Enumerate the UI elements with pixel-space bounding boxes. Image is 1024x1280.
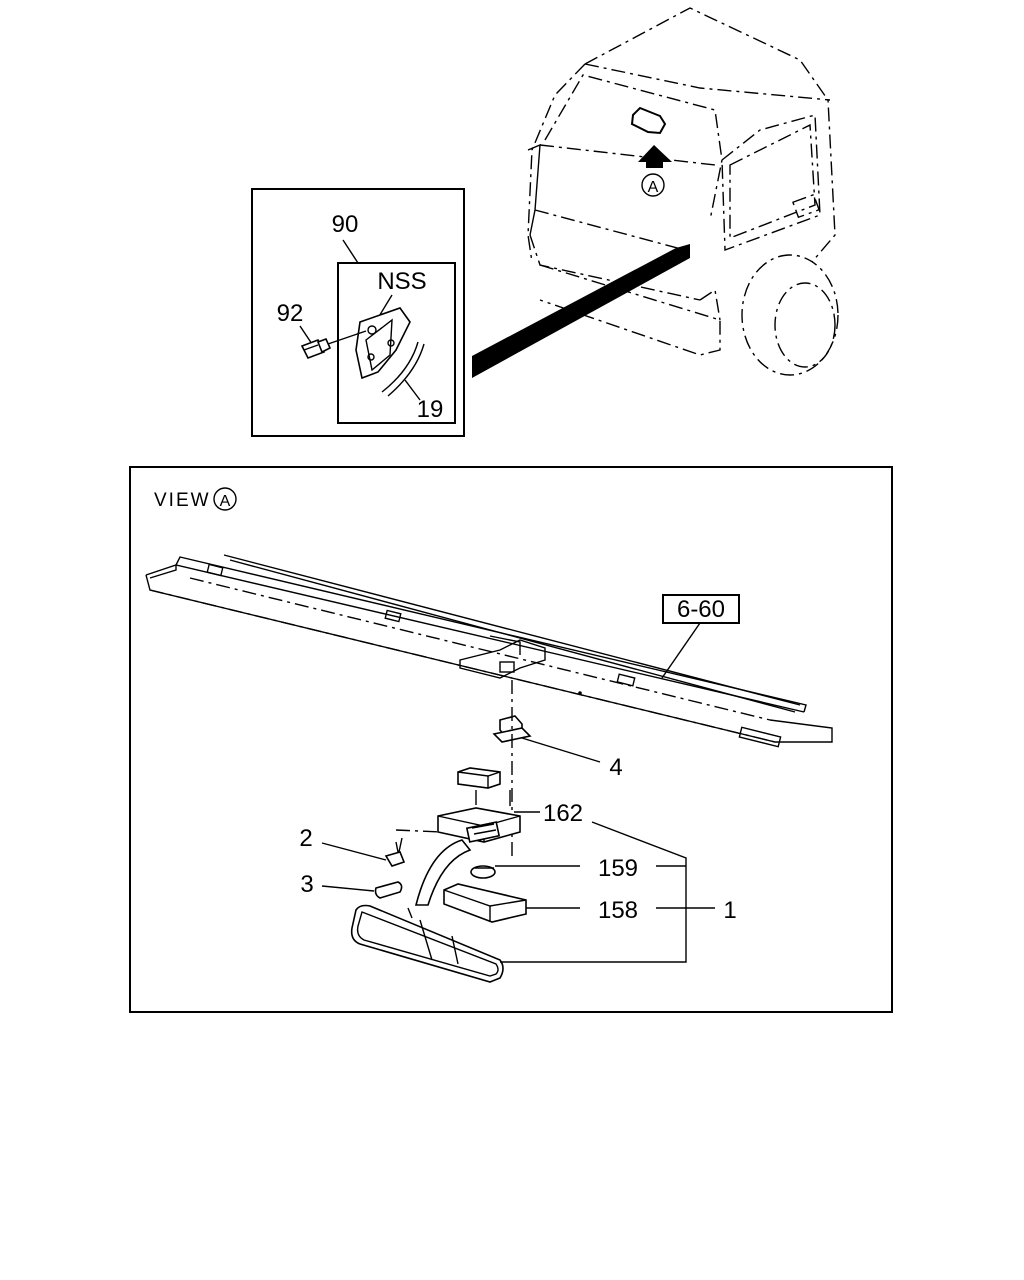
view-frame — [129, 466, 893, 1013]
cover-158 — [443, 883, 527, 923]
callout-4: 4 — [609, 754, 622, 781]
view-a-detail: VIEW A 6-60 — [129, 466, 893, 1013]
callout-19: 19 — [417, 396, 444, 423]
truck-cab-illustration: A — [472, 7, 839, 378]
pad-162 — [457, 767, 501, 789]
callout-2: 2 — [299, 825, 312, 852]
inset-inner-frame — [337, 262, 456, 424]
view-title-marker: A — [220, 493, 231, 510]
callout-90: 90 — [332, 211, 359, 238]
view-marker-letter: A — [648, 179, 659, 196]
screw-2 — [384, 837, 406, 867]
pin-3 — [374, 881, 403, 899]
roof-rail — [145, 554, 833, 748]
callout-159: 159 — [598, 855, 638, 882]
inset-frame — [251, 188, 465, 437]
inset-detail: 90 NSS 19 92 — [251, 188, 465, 437]
rear-view-mirror — [350, 904, 504, 983]
callout-158: 158 — [598, 897, 638, 924]
mirror-mount — [437, 807, 521, 843]
ref-box — [662, 594, 740, 624]
screw-92 — [300, 337, 332, 360]
callout-nss: NSS — [377, 268, 426, 295]
cap-159 — [470, 865, 496, 879]
ref-box-label: 6-60 — [677, 596, 725, 623]
callout-162: 162 — [543, 800, 583, 827]
view-title: VIEW — [154, 490, 211, 511]
callout-1: 1 — [723, 897, 736, 924]
callout-92: 92 — [277, 300, 304, 327]
callout-3: 3 — [300, 871, 313, 898]
